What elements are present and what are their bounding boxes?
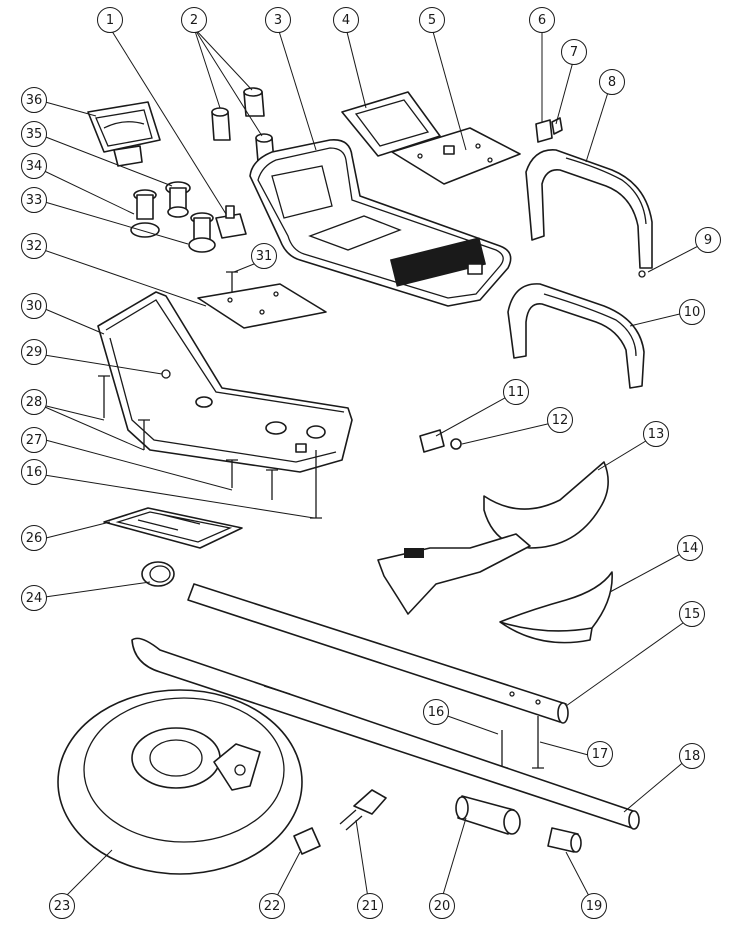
callout-36: 36 <box>21 87 47 113</box>
callout-28: 28 <box>21 389 47 415</box>
callout-6: 6 <box>529 7 555 33</box>
callout-15: 15 <box>679 601 705 627</box>
headphone-jack-part <box>419 429 445 453</box>
callout-8: 8 <box>599 69 625 95</box>
screw-plate-part <box>226 271 238 292</box>
callout-23: 23 <box>49 893 75 919</box>
coil-bolt-part <box>339 789 387 831</box>
callout-1: 1 <box>97 7 123 33</box>
end-cap-part <box>547 827 582 853</box>
callout-3: 3 <box>265 7 291 33</box>
callout-14: 14 <box>677 535 703 561</box>
pcb-plate-part <box>197 283 327 329</box>
callout-19: 19 <box>581 893 607 919</box>
callout-12: 12 <box>547 407 573 433</box>
cable-connector-part <box>535 119 553 143</box>
callout-11: 11 <box>503 379 529 405</box>
screw-part <box>496 730 508 769</box>
armrest-part <box>377 461 609 615</box>
callout-17: 17 <box>587 741 613 767</box>
handle-bottom-part <box>507 283 645 389</box>
callout-10: 10 <box>679 299 705 325</box>
coil-nut-part <box>293 827 321 855</box>
callout-30: 30 <box>21 293 47 319</box>
potentiometer-part <box>130 181 216 253</box>
callout-16b: 16 <box>21 459 47 485</box>
meter-part <box>87 101 161 167</box>
jack-nut-part <box>450 438 462 450</box>
handle-top-part <box>525 149 653 269</box>
callout-35: 35 <box>21 121 47 147</box>
panel-label-part <box>341 91 441 157</box>
armrest-pad-part <box>499 571 613 644</box>
callout-26: 26 <box>21 525 47 551</box>
callout-4: 4 <box>333 7 359 33</box>
control-panel-part <box>249 139 512 307</box>
callout-31: 31 <box>251 243 277 269</box>
callout-29: 29 <box>21 339 47 365</box>
callout-18: 18 <box>679 743 705 769</box>
callout-33: 33 <box>21 187 47 213</box>
callout-34: 34 <box>21 153 47 179</box>
knobs-part <box>211 87 275 163</box>
callout-22: 22 <box>259 893 285 919</box>
housing-part <box>97 291 353 473</box>
screw-long-part <box>532 716 544 769</box>
battery-door-part <box>103 507 243 549</box>
circuit-board-part <box>391 127 521 185</box>
grommet-part <box>141 561 175 587</box>
callout-13: 13 <box>643 421 669 447</box>
screws-part <box>98 375 322 519</box>
callout-27: 27 <box>21 427 47 453</box>
callout-7: 7 <box>561 39 587 65</box>
callout-5: 5 <box>419 7 445 33</box>
callout-32: 32 <box>21 233 47 259</box>
callout-16: 16 <box>423 699 449 725</box>
callout-20: 20 <box>429 893 455 919</box>
callout-2: 2 <box>181 7 207 33</box>
search-coil-part <box>57 689 303 875</box>
callout-9: 9 <box>695 227 721 253</box>
callout-21: 21 <box>357 893 383 919</box>
switch-part <box>215 205 247 239</box>
lock-sleeve-part <box>455 795 521 835</box>
upper-shaft-part <box>187 583 569 724</box>
lower-shaft-part <box>131 637 640 830</box>
callout-24: 24 <box>21 585 47 611</box>
